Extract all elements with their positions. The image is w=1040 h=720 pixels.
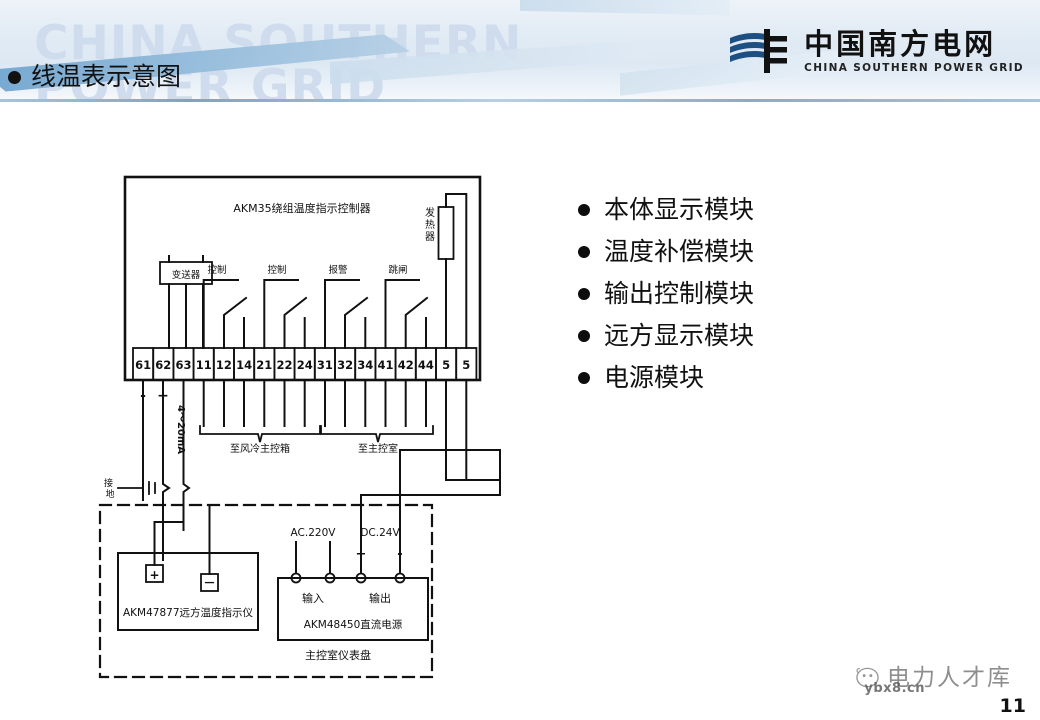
list-item-label: 温度补偿模块 <box>604 237 755 266</box>
power-supply-name: AKM48450直流电源 <box>304 618 403 631</box>
footer-brand-text: 电力人才库 <box>887 664 1012 691</box>
wechat-face-icon <box>856 667 879 688</box>
remote-plus-label: + <box>149 568 159 582</box>
brace-left-label: 至风冷主控箱 <box>230 442 290 455</box>
ground-symbol <box>117 479 156 497</box>
relay-label-2: 控制 <box>267 264 286 276</box>
controller-title: AKM35绕组温度指示控制器 <box>233 201 370 215</box>
ground-label: 接 地 <box>104 477 116 500</box>
brand-logo: 中国南方电网 CHINA SOUTHERN POWER GRID <box>728 28 1024 74</box>
slide-header: CHINA SOUTHERN POWER GRID 线温表示意图 中国南方电网 … <box>0 0 1040 102</box>
csg-logo-mark-icon <box>730 29 788 73</box>
list-item: 本体显示模块 <box>578 193 908 227</box>
remote-indicator-box <box>117 552 259 631</box>
module-bullet-list: 本体显示模块 温度补偿模块 输出控制模块 远方显示模块 电源模块 <box>578 193 908 403</box>
signal-plus-label: + <box>157 388 169 404</box>
page-title-row: 线温表示意图 <box>8 62 181 92</box>
footer-url-text: ybx8.cn <box>864 681 925 696</box>
terminal-number: 5 <box>442 358 450 372</box>
footer-watermark: 电力人才库 <box>855 665 1012 690</box>
terminal-number: 32 <box>337 358 353 372</box>
terminal-number: 5 <box>462 358 470 372</box>
terminal-number: 12 <box>216 358 232 372</box>
ps-input-label: 输入 <box>302 591 324 605</box>
terminal-number: 21 <box>256 358 272 372</box>
terminal-number: 61 <box>135 358 151 372</box>
relay-group-3 <box>324 279 369 349</box>
terminal-number: 63 <box>175 358 191 372</box>
bullet-dot-icon <box>578 372 590 384</box>
heater-resistor <box>437 206 455 260</box>
remote-indicator-name: AKM47877远方温度指示仪 <box>123 606 254 619</box>
terminal-number: 34 <box>357 358 373 372</box>
header-swoosh-pale-top <box>520 0 730 29</box>
page-number: 11 <box>999 695 1026 717</box>
terminal-number: 31 <box>317 358 333 372</box>
brace-right-label: 至主控室 <box>358 442 398 455</box>
terminal-number: 14 <box>236 358 252 372</box>
control-room-panel-boundary <box>98 503 434 679</box>
terminal-number: 44 <box>418 358 434 372</box>
terminal-number: 41 <box>377 358 393 372</box>
brace-left <box>199 425 321 443</box>
signal-minus-label: - <box>140 388 146 404</box>
relay-group-2 <box>263 279 308 349</box>
dc-plus-label: + <box>356 547 367 562</box>
relay-label-3: 报警 <box>328 264 348 276</box>
brace-right <box>320 425 434 443</box>
remote-minus-label: － <box>203 576 215 590</box>
list-item-label: 输出控制模块 <box>604 279 755 308</box>
dc-output-label: DC.24V <box>360 527 400 539</box>
terminal-number: 11 <box>196 358 212 372</box>
list-item: 电源模块 <box>578 361 908 395</box>
heater-circuit <box>437 193 468 349</box>
list-item: 输出控制模块 <box>578 277 908 311</box>
list-item-label: 远方显示模块 <box>604 321 755 350</box>
terminal-numbers: 61 62 63 11 12 14 21 22 24 31 32 34 41 4… <box>135 358 470 372</box>
relay-group-4 <box>384 279 429 349</box>
signal-range-label: 4～20mA <box>175 405 186 454</box>
relay-label-4: 跳闸 <box>388 264 407 276</box>
terminal-number: 22 <box>276 358 292 372</box>
dc-minus-label: - <box>397 547 402 562</box>
panel-label: 主控室仪表盘 <box>305 648 371 662</box>
list-item-label: 电源模块 <box>604 363 705 392</box>
bullet-dot-icon <box>578 330 590 342</box>
power-supply-box <box>277 577 429 641</box>
brand-name-cn: 中国南方电网 <box>804 26 997 61</box>
list-item-label: 本体显示模块 <box>604 195 755 224</box>
terminal-number: 62 <box>155 358 171 372</box>
ac-input-label: AC.220V <box>291 527 337 539</box>
terminal-number: 24 <box>297 358 313 372</box>
bullet-dot-icon <box>578 204 590 216</box>
bullet-dot-icon <box>578 246 590 258</box>
terminal-number: 42 <box>398 358 414 372</box>
wiring-schematic: AKM35绕组温度指示控制器 发 热 器 变送器 控制 控制 报警 跳闸 61 … <box>98 175 501 679</box>
relay-label-1: 控制 <box>207 264 226 276</box>
brand-logo-text: 中国南方电网 CHINA SOUTHERN POWER GRID <box>804 26 1024 74</box>
page-title: 线温表示意图 <box>31 62 182 91</box>
title-bullet-icon <box>8 70 21 84</box>
heater-label: 发 热 器 <box>425 206 438 243</box>
brand-name-en: CHINA SOUTHERN POWER GRID <box>804 61 1024 74</box>
header-divider-rule <box>0 99 1040 102</box>
transmitter-label: 变送器 <box>172 269 201 281</box>
list-item: 温度补偿模块 <box>578 235 908 269</box>
list-item: 远方显示模块 <box>578 319 908 353</box>
relay-group-1 <box>202 279 248 349</box>
bullet-dot-icon <box>578 288 590 300</box>
ps-output-label: 输出 <box>369 591 391 605</box>
